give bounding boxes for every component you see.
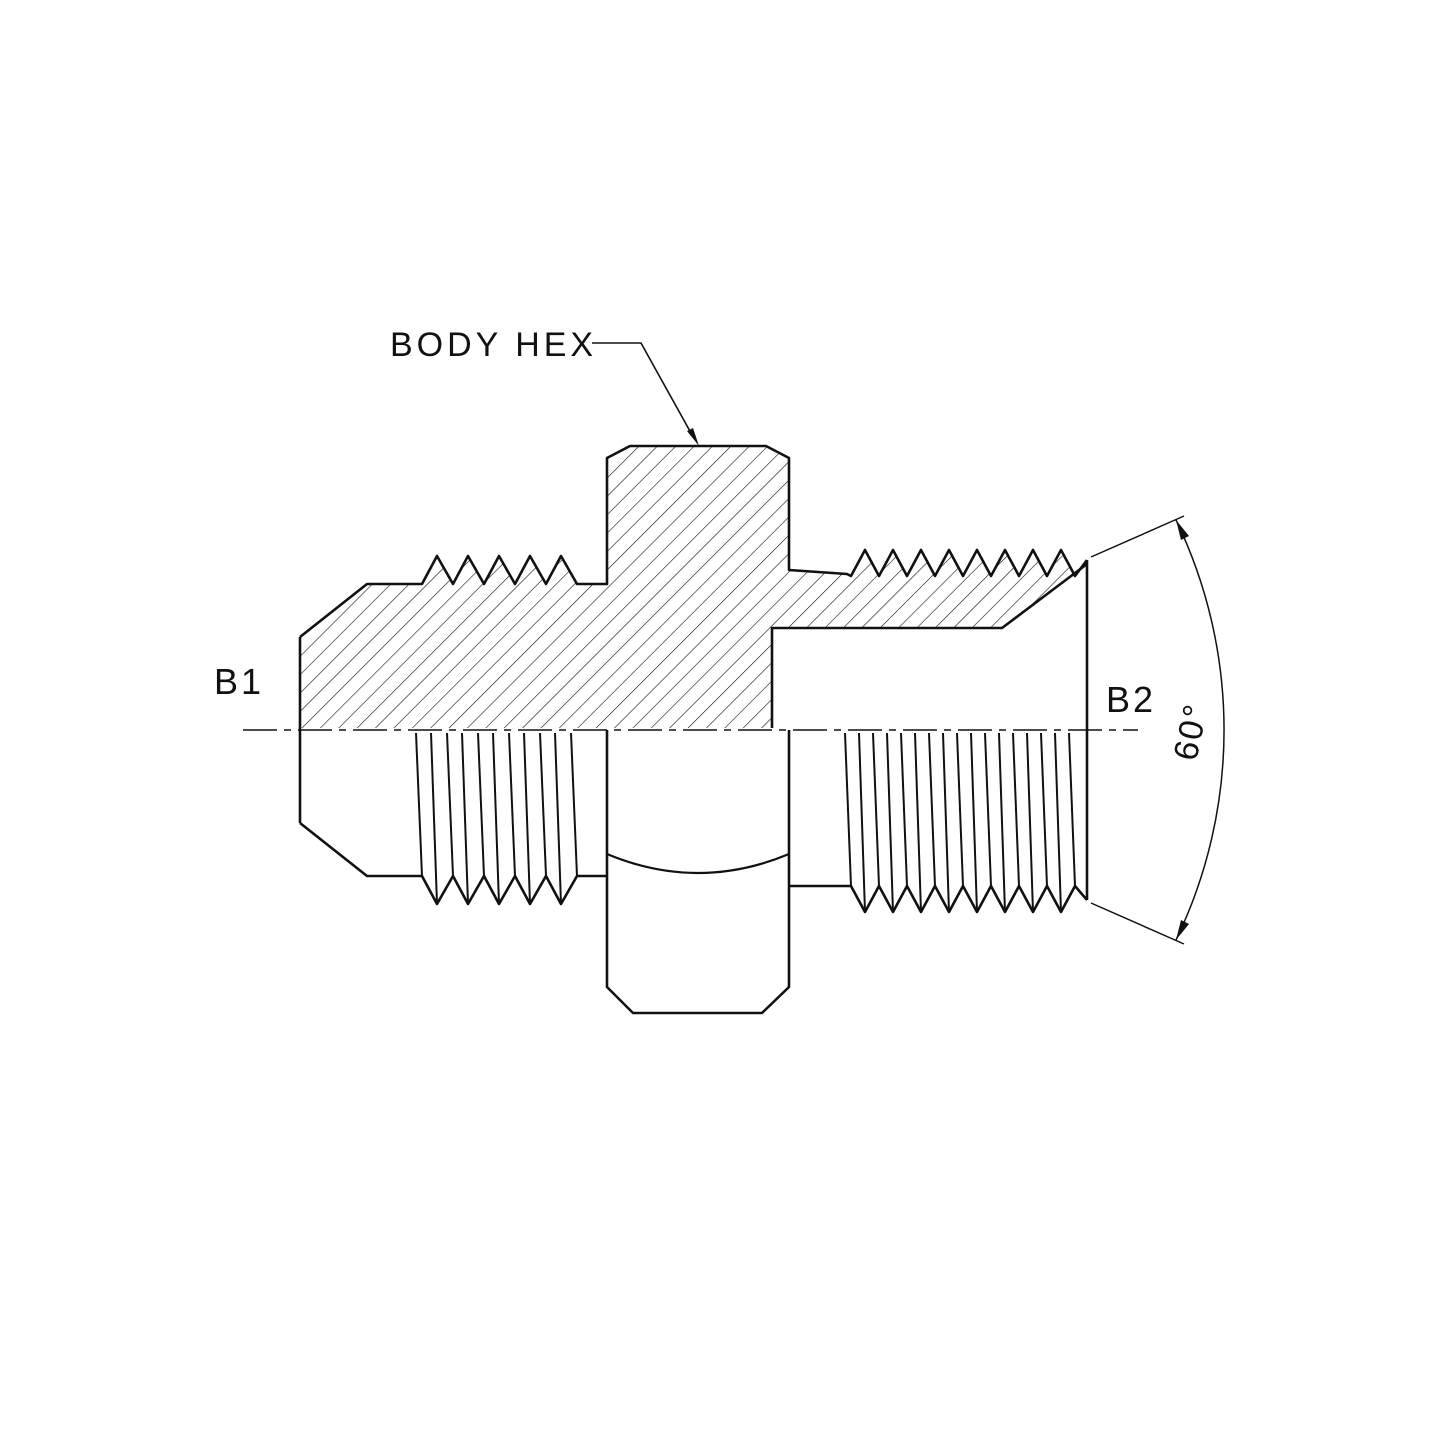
b1-port-label: B1	[214, 661, 264, 702]
leader-line	[592, 342, 692, 434]
upper-section-outline	[299, 444, 1089, 639]
body-hex-label: BODY HEX	[390, 326, 597, 364]
hatch-pattern-fill	[300, 446, 1087, 728]
thread-flank-lines	[415, 732, 1076, 913]
bore-section-line	[770, 562, 1088, 728]
lower-left-thread-outline	[299, 821, 607, 906]
b2-port-label: B2	[1106, 679, 1156, 720]
angle-extension-lines	[1090, 515, 1185, 945]
leader-arrow	[687, 428, 699, 446]
hex-lower-outline	[605, 730, 791, 1015]
angle-arrow-bottom	[1176, 920, 1189, 940]
hex-chamfer-arc	[606, 852, 790, 875]
lower-right-thread-outline	[789, 884, 1088, 914]
angle-dimension-arc	[1175, 519, 1225, 941]
angle-60-label: 60°	[1167, 700, 1216, 764]
angle-arrow-top	[1176, 520, 1189, 540]
